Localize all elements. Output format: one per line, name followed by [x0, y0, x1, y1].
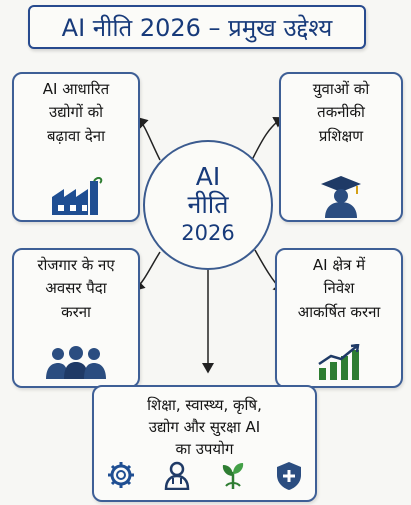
card-training: युवाओं को तकनीकी प्रशिक्षण [279, 72, 403, 222]
card-employment: रोजगार के नए अवसर पैदा करना [12, 248, 140, 388]
center-line-1: AI [195, 161, 221, 191]
center-line-3: 2026 [181, 221, 235, 246]
shield-plus-icon [274, 460, 304, 496]
card-sectors-text: शिक्षा, स्वास्थ्य, कृषि, उद्योग और सुरक्… [147, 396, 262, 458]
gear-icon [106, 460, 136, 494]
card-investment: AI क्षेत्र में निवेश आकर्षित करना [275, 248, 403, 388]
growth-chart-icon [315, 343, 363, 387]
center-circle: AI नीति 2026 [143, 140, 273, 270]
arrow-to-top-left [136, 116, 161, 161]
center-line-2: नीति [187, 190, 229, 220]
factory-icon [48, 176, 104, 224]
title-banner: AI नीति 2026 – प्रमुख उद्देश्य [28, 5, 366, 49]
page-title: AI नीति 2026 – प्रमुख उद्देश्य [61, 13, 333, 42]
graduate-icon [317, 174, 365, 225]
card-investment-text: AI क्षेत्र में निवेश आकर्षित करना [297, 256, 381, 321]
card-training-text: युवाओं को तकनीकी प्रशिक्षण [312, 80, 370, 145]
card-industry-text: AI आधारित उद्योगों को बढ़ावा देना [42, 80, 110, 145]
card-employment-text: रोजगार के नए अवसर पैदा करना [37, 256, 115, 321]
card-industry: AI आधारित उद्योगों को बढ़ावा देना [12, 72, 140, 222]
doctor-icon [162, 460, 192, 494]
people-group-icon [44, 345, 108, 386]
sector-icons [100, 460, 310, 498]
plant-icon [218, 460, 248, 494]
